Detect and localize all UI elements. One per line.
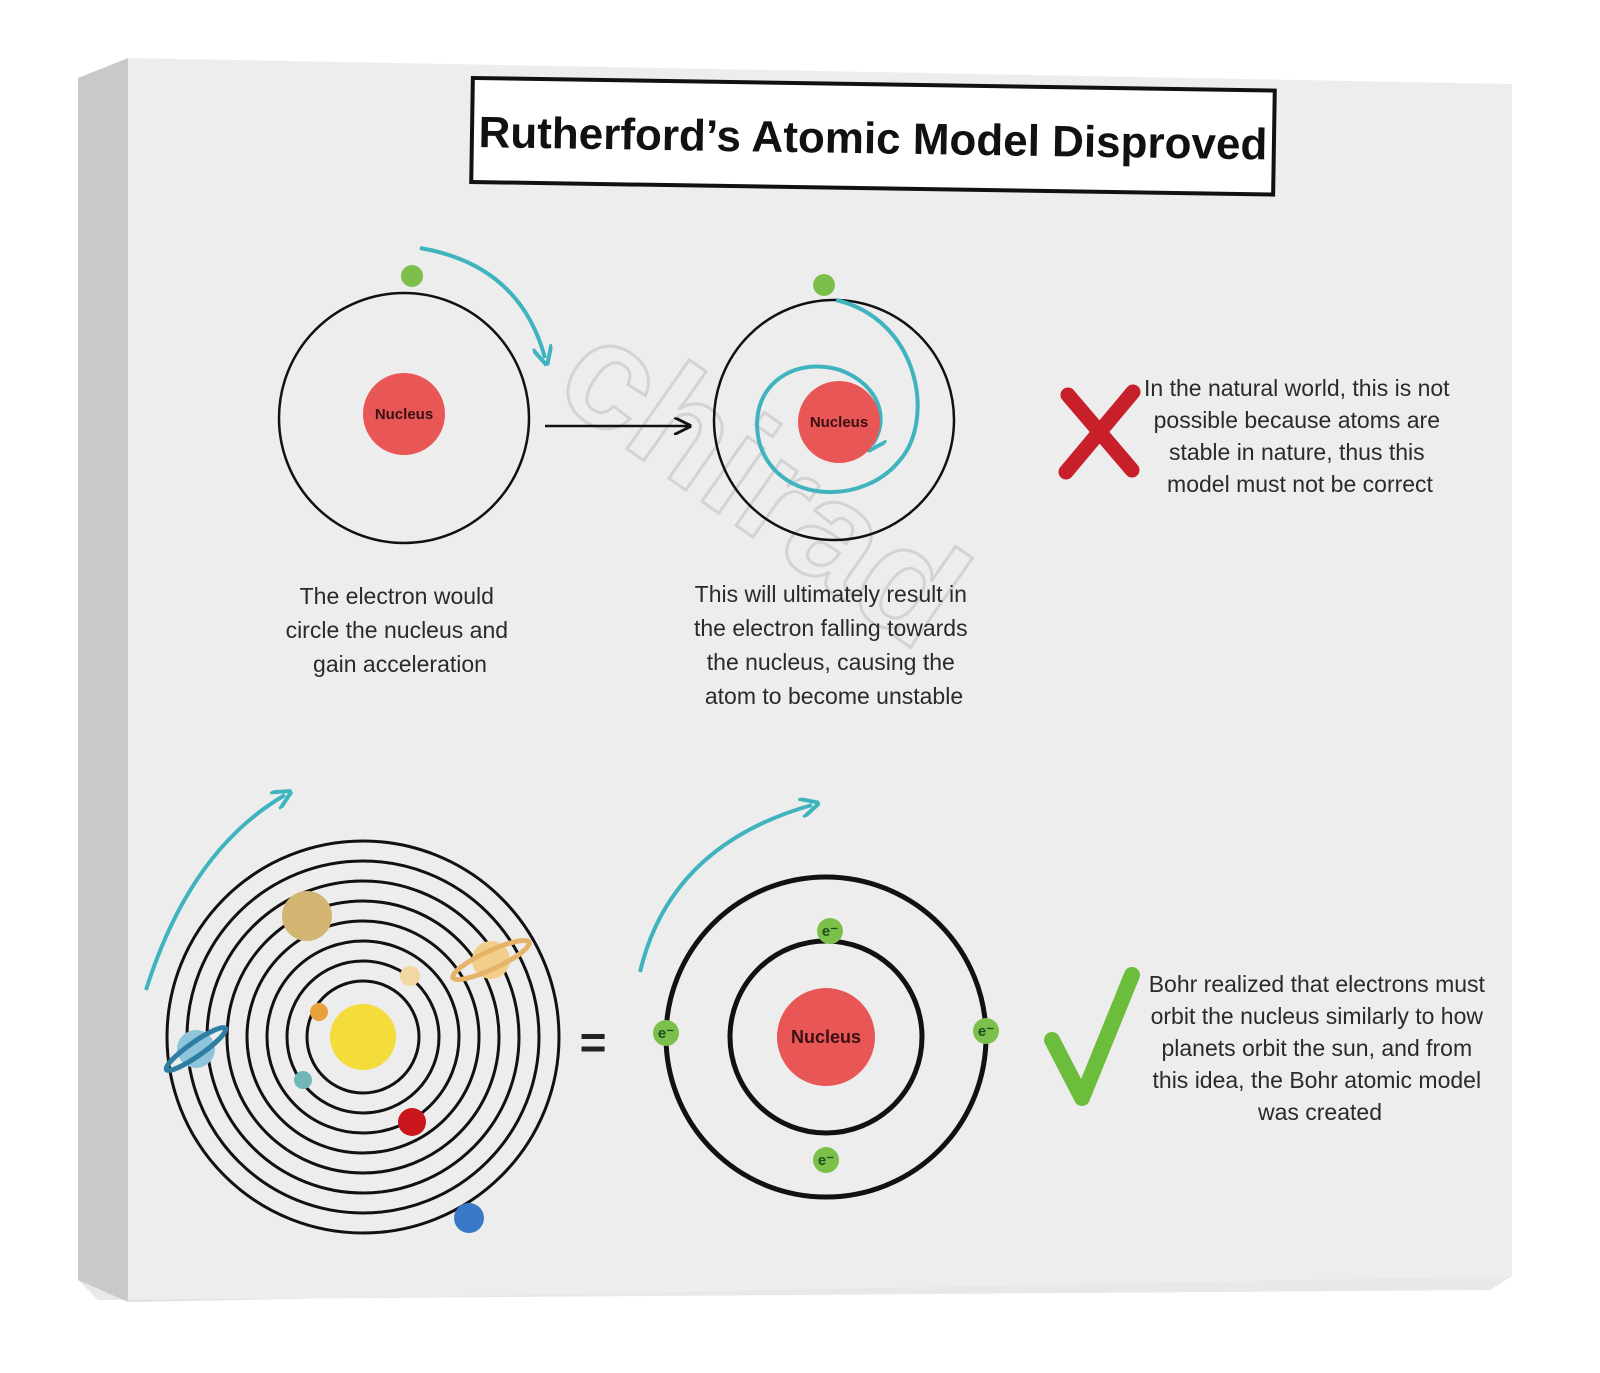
verdict-line: stable in nature, thus this bbox=[1169, 439, 1425, 465]
caption-line: the electron falling towards bbox=[694, 615, 968, 641]
verdict-line: model must not be correct bbox=[1167, 471, 1434, 497]
ringed-planet bbox=[450, 937, 532, 983]
equals-sign: = bbox=[580, 1016, 607, 1068]
nucleus bbox=[777, 988, 875, 1086]
spiral-collapse-diagram: Nucleus bbox=[712, 274, 956, 542]
nucleus bbox=[798, 381, 880, 463]
nucleus bbox=[363, 373, 445, 455]
nucleus-label: Nucleus bbox=[375, 406, 433, 423]
electron bbox=[401, 265, 423, 287]
verdict-line: Bohr realized that electrons must bbox=[1149, 971, 1486, 997]
verdict-bohr: Bohr realized that electrons must orbit … bbox=[1149, 971, 1492, 1125]
electron-label: e⁻ bbox=[978, 1023, 994, 1040]
verdict-line: possible because atoms are bbox=[1154, 407, 1440, 433]
nucleus-label: Nucleus bbox=[810, 414, 868, 431]
verdict-line: planets orbit the sun, and from bbox=[1161, 1035, 1472, 1061]
caption-line: circle the nucleus and bbox=[286, 617, 508, 643]
caption-line: the nucleus, causing the bbox=[707, 649, 955, 675]
rutherford-orbit-diagram: Nucleus bbox=[277, 246, 545, 545]
verdict-line: this idea, the Bohr atomic model bbox=[1153, 1067, 1482, 1093]
motion-arrow-icon bbox=[144, 795, 285, 991]
verdict-line: orbit the nucleus similarly to how bbox=[1151, 1003, 1484, 1029]
electron-label: e⁻ bbox=[658, 1025, 674, 1042]
planet bbox=[282, 891, 332, 941]
planet bbox=[454, 1203, 484, 1233]
orbit-ring bbox=[277, 291, 531, 545]
verdict-line: was created bbox=[1257, 1099, 1382, 1125]
caption-line: This will ultimately result in bbox=[695, 581, 967, 607]
verdict-rutherford: In the natural world, this is not possib… bbox=[1144, 375, 1456, 497]
electron-label: e⁻ bbox=[822, 923, 838, 940]
caption-line: The electron would bbox=[300, 583, 494, 609]
caption-line: gain acceleration bbox=[313, 651, 487, 677]
caption-orbit: The electron would circle the nucleus an… bbox=[286, 583, 515, 677]
planet-orbits bbox=[165, 839, 561, 1235]
canvas-frame bbox=[78, 58, 1512, 1302]
verdict-line: In the natural world, this is not bbox=[1144, 375, 1450, 401]
electron bbox=[813, 1147, 839, 1173]
electron bbox=[653, 1020, 679, 1046]
nucleus-label: Nucleus bbox=[791, 1027, 861, 1047]
motion-arrow-icon bbox=[638, 805, 812, 973]
solar-system-diagram bbox=[144, 795, 561, 1235]
sun bbox=[330, 1004, 396, 1070]
check-icon bbox=[1044, 967, 1140, 1106]
planet bbox=[398, 1108, 426, 1136]
electron bbox=[973, 1018, 999, 1044]
electron bbox=[817, 918, 843, 944]
motion-arrow-icon bbox=[419, 246, 545, 358]
caption-line: atom to become unstable bbox=[705, 683, 963, 709]
spiral-path bbox=[755, 298, 920, 495]
electron bbox=[813, 274, 835, 296]
caption-spiral: This will ultimately result in the elect… bbox=[694, 581, 974, 709]
electron-label: e⁻ bbox=[818, 1152, 834, 1169]
planet bbox=[294, 1071, 312, 1089]
planet bbox=[310, 1003, 328, 1021]
bohr-model-diagram: Nucleus e⁻ e⁻ e⁻ e⁻ bbox=[638, 805, 999, 1200]
ringed-planet bbox=[163, 1025, 229, 1073]
title-box: Rutherford’s Atomic Model Disproved bbox=[469, 75, 1277, 197]
orbit-ring bbox=[712, 298, 956, 542]
cross-icon bbox=[1058, 384, 1141, 480]
planet bbox=[400, 966, 420, 986]
